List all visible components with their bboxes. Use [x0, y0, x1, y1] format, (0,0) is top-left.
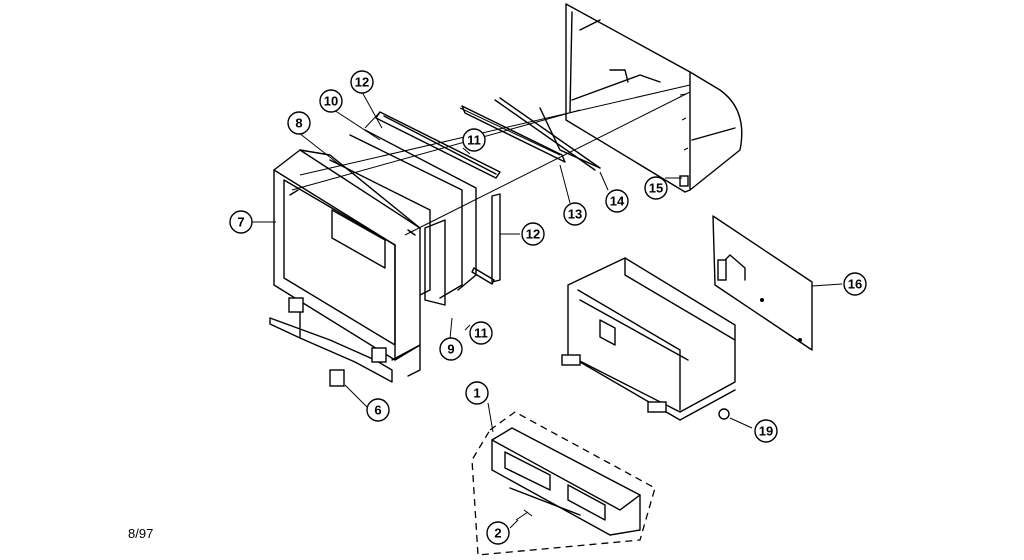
callout-15: 15 [644, 176, 668, 200]
callout-1-label: 1 [473, 386, 480, 401]
callout-16-label: 16 [848, 277, 862, 292]
callout-10: 10 [319, 89, 343, 113]
callout-12-top-label: 12 [355, 75, 369, 90]
callout-1: 1 [465, 381, 489, 405]
callout-11-bottom: 11 [469, 321, 493, 345]
callout-2-label: 2 [494, 526, 501, 541]
callout-6-label: 6 [374, 403, 381, 418]
callout-6: 6 [366, 398, 390, 422]
callout-12-side: 12 [521, 222, 545, 246]
callout-8: 8 [287, 111, 311, 135]
shield-plates [329, 129, 477, 306]
back-cover-part [565, 3, 743, 193]
screw-part [718, 408, 753, 429]
callout-7-label: 7 [237, 215, 244, 230]
alignment-lines [291, 84, 691, 236]
rail-parts [461, 97, 601, 171]
callout-13: 13 [563, 202, 587, 226]
front-cabinet-part [269, 149, 421, 387]
bracket-assembly-part [471, 411, 656, 556]
callout-19: 19 [754, 419, 778, 443]
callout-2: 2 [486, 521, 510, 545]
callout-14: 14 [605, 189, 629, 213]
callout-12-top: 12 [350, 70, 374, 94]
strip-parts [364, 111, 501, 285]
callout-7: 7 [229, 210, 253, 234]
callout-9: 9 [439, 337, 463, 361]
leader-lines [252, 91, 843, 529]
pcb-board-part [712, 215, 813, 351]
callout-8-label: 8 [295, 116, 302, 131]
callout-11-bottom-label: 11 [474, 326, 488, 341]
callout-11-top-label: 11 [467, 133, 481, 148]
callout-10-label: 10 [324, 94, 338, 109]
callout-12-side-label: 12 [526, 227, 540, 242]
date-code: 8/97 [128, 526, 154, 541]
chassis-frame-part [561, 257, 736, 421]
callout-14-label: 14 [610, 194, 625, 209]
callout-16: 16 [843, 272, 867, 296]
callout-9-label: 9 [447, 342, 454, 357]
callout-15-label: 15 [649, 181, 663, 196]
callout-19-label: 19 [759, 424, 773, 439]
callout-11-top: 11 [462, 128, 486, 152]
callout-13-label: 13 [568, 207, 582, 222]
